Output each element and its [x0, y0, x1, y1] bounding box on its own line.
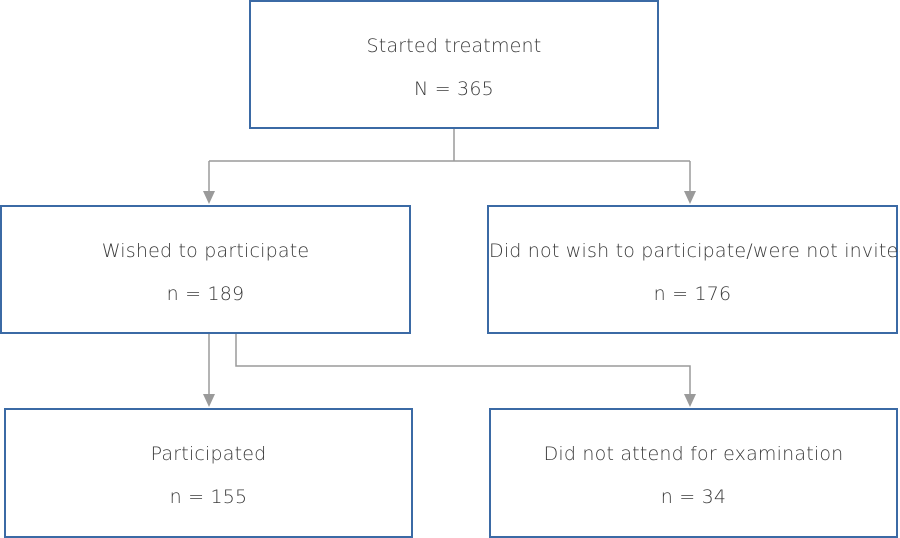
- did-not-attend-box: Did not attend for examination n = 34: [489, 408, 898, 538]
- participated-count: n = 155: [169, 486, 248, 508]
- arrowhead-wished: [203, 191, 215, 204]
- arrowhead-participated: [203, 394, 215, 407]
- did-not-wish-count: n = 176: [653, 283, 732, 305]
- wished-to-participate-label: Wished to participate: [101, 240, 310, 262]
- did-not-attend-label: Did not attend for examination: [543, 443, 844, 465]
- participated-box: Participated n = 155: [4, 408, 413, 538]
- started-treatment-label: Started treatment: [366, 35, 542, 57]
- connector-top-split: [209, 129, 690, 162]
- started-treatment-box: Started treatment N = 365: [249, 0, 659, 129]
- did-not-attend-count: n = 34: [660, 486, 727, 508]
- wished-to-participate-count: n = 189: [166, 283, 245, 305]
- did-not-wish-label: Did not wish to participate/were not inv…: [489, 240, 900, 262]
- arrowhead-not-attended: [684, 394, 696, 407]
- did-not-wish-box: Did not wish to participate/were not inv…: [487, 205, 900, 334]
- arrowhead-not-wished: [684, 191, 696, 204]
- connector-to-not-attended: [235, 334, 691, 395]
- started-treatment-count: N = 365: [414, 78, 494, 100]
- participated-label: Participated: [150, 443, 267, 465]
- wished-to-participate-box: Wished to participate n = 189: [0, 205, 411, 334]
